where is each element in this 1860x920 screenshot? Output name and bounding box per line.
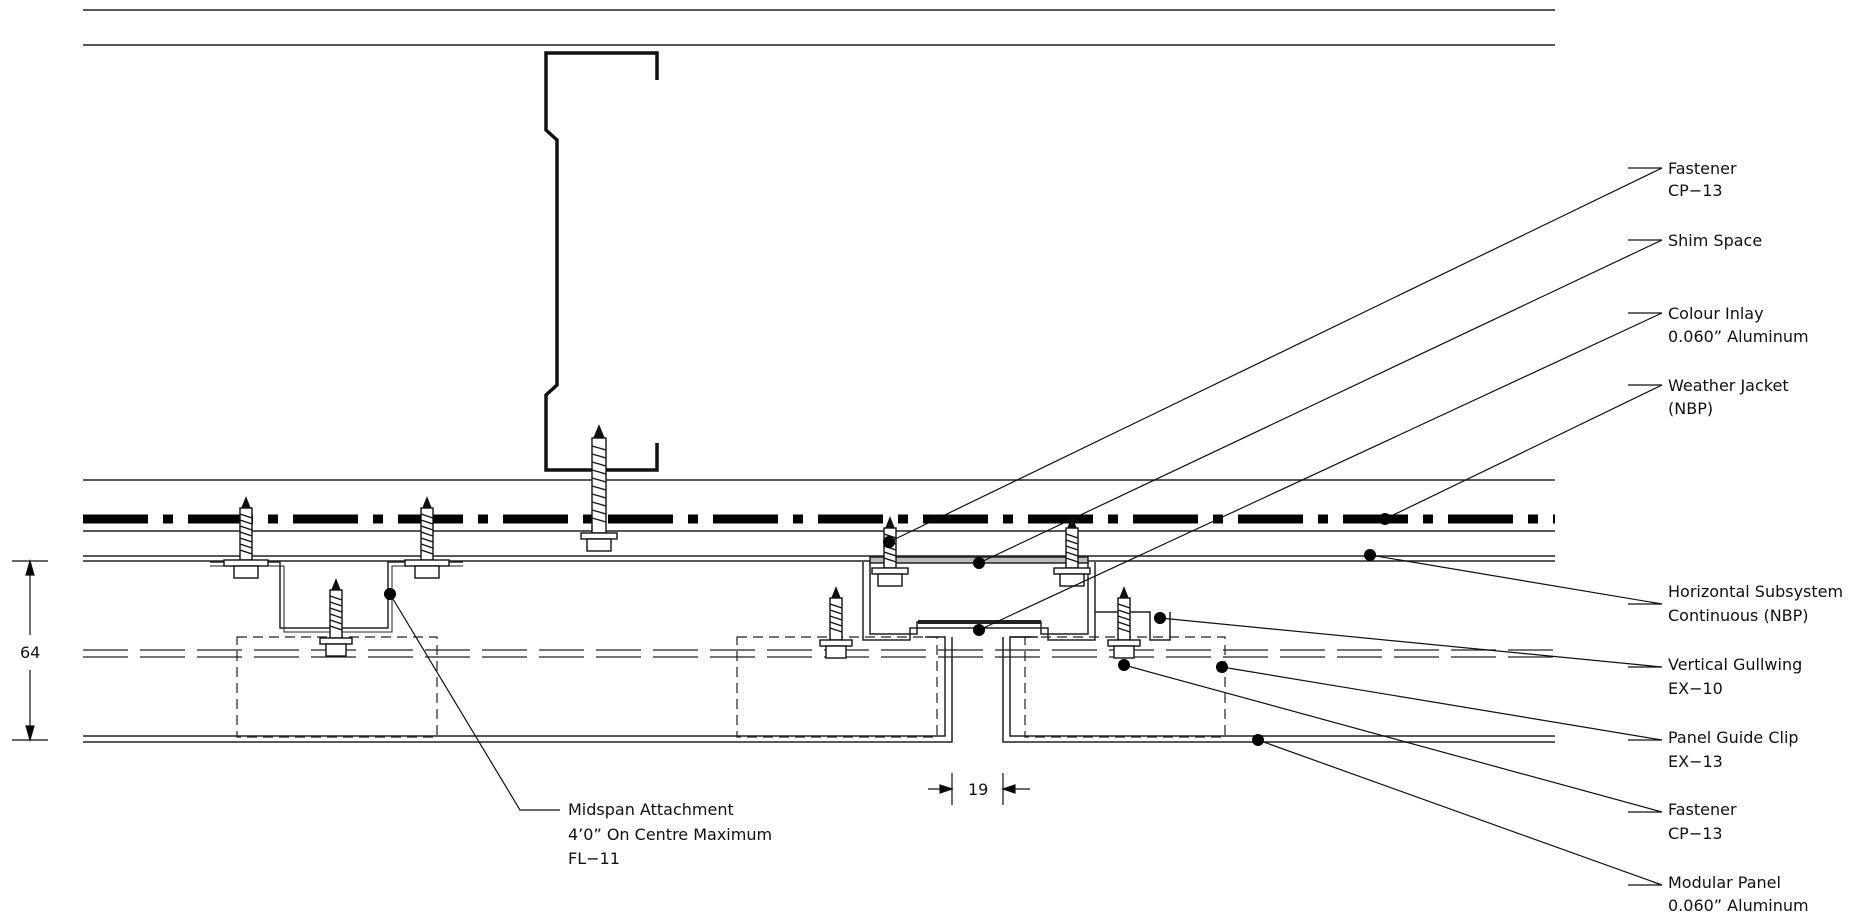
svg-text:EX−10: EX−10 [1668,679,1723,698]
callout-fastener-top: Fastener CP−13 [1668,159,1737,200]
modular-panels [236,636,1226,738]
callout-weather-jacket: Weather Jacket (NBP) [1668,376,1789,418]
panel-skin [83,636,1555,743]
svg-text:Midspan Attachment: Midspan Attachment [568,800,734,819]
callout-modular-panel: Modular Panel 0.060” Aluminum [1668,873,1809,915]
svg-text:Fastener: Fastener [1668,159,1737,178]
vertical-dimension [12,558,48,743]
hidden-lines [83,649,1555,658]
dimension-64-label: 64 [20,643,40,662]
svg-text:Continuous (NBP): Continuous (NBP) [1668,606,1809,625]
leader-dots [384,513,1391,746]
svg-text:Shim Space: Shim Space [1668,231,1762,250]
dimension-19-label: 19 [968,780,988,799]
horizontal-subsystem [83,530,1555,562]
svg-text:Fastener: Fastener [1668,800,1737,819]
leader-lines [389,167,1663,886]
fasteners [223,424,1141,659]
svg-text:Colour Inlay: Colour Inlay [1668,304,1764,323]
svg-text:(NBP): (NBP) [1668,399,1713,418]
callout-fastener-bottom: Fastener CP−13 [1668,800,1737,843]
callout-shim-space: Shim Space [1668,231,1762,250]
svg-text:Weather Jacket: Weather Jacket [1668,376,1789,395]
svg-text:0.060” Aluminum: 0.060” Aluminum [1668,896,1809,915]
svg-text:Vertical Gullwing: Vertical Gullwing [1668,655,1802,674]
svg-text:Panel Guide Clip: Panel Guide Clip [1668,728,1799,747]
svg-text:FL−11: FL−11 [568,849,620,868]
callout-vertical-gullwing: Vertical Gullwing EX−10 [1668,655,1802,698]
wall-lines [83,9,1555,46]
callout-midspan-attachment: Midspan Attachment 4’0” On Centre Maximu… [568,800,772,868]
vertical-gullwing [1095,611,1171,641]
svg-text:Modular Panel: Modular Panel [1668,873,1781,892]
callout-horizontal-subsystem: Horizontal Subsystem Continuous (NBP) [1668,582,1843,625]
steel-stud [544,51,659,472]
callout-colour-inlay: Colour Inlay 0.060” Aluminum [1668,304,1809,346]
callout-panel-guide-clip: Panel Guide Clip EX−13 [1668,728,1799,771]
svg-text:0.060” Aluminum: 0.060” Aluminum [1668,327,1809,346]
svg-text:Horizontal Subsystem: Horizontal Subsystem [1668,582,1843,601]
svg-text:CP−13: CP−13 [1668,824,1723,843]
svg-text:4’0” On Centre Maximum: 4’0” On Centre Maximum [568,825,772,844]
gap-dimension [928,773,1030,805]
svg-text:EX−13: EX−13 [1668,752,1723,771]
svg-text:CP−13: CP−13 [1668,181,1723,200]
